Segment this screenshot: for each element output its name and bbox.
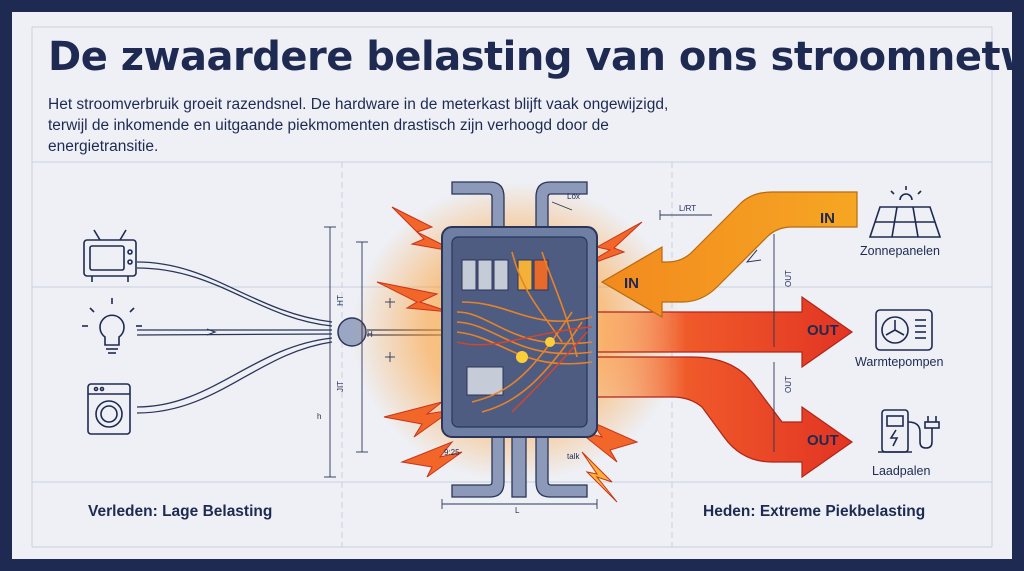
- page-title: De zwaardere belasting van ons stroomnet…: [48, 34, 1012, 80]
- device-label-laadpalen: Laadpalen: [872, 464, 931, 478]
- annotation-h: H: [367, 330, 373, 339]
- infographic-frame: De zwaardere belasting van ons stroomnet…: [12, 12, 1012, 559]
- annotation-lox: Lox: [567, 192, 580, 201]
- annotation-out-2: OUT: [783, 376, 793, 393]
- light-bulb-icon: [82, 298, 142, 354]
- washing-machine-icon: [87, 383, 131, 435]
- in-arrow: [600, 191, 858, 319]
- arrow-label-out-top: OUT: [807, 322, 839, 339]
- annotation-h-lower: h: [317, 412, 322, 421]
- device-label-zonnepanelen: Zonnepanelen: [860, 244, 940, 258]
- caption-past: Verleden: Lage Belasting: [88, 503, 273, 520]
- dimension-lines: [324, 201, 775, 509]
- annotation-ht: HT: [335, 295, 345, 306]
- arrow-label-out-bottom: OUT: [807, 432, 839, 449]
- television-icon: [83, 229, 137, 282]
- junction-box: [441, 226, 598, 438]
- annotation-lrt: L/RT: [679, 204, 697, 213]
- annotation-out-1: OUT: [783, 270, 793, 287]
- conduits: [451, 181, 588, 498]
- power-diagram: [82, 181, 942, 509]
- subtitle: Het stroomverbruik groeit razendsnel. De…: [48, 96, 669, 155]
- ev-charger-icon: [878, 409, 940, 453]
- annotation-talk: talk: [567, 452, 580, 461]
- caption-present: Heden: Extreme Piekbelasting: [703, 503, 926, 520]
- arrow-label-in-bottom: IN: [624, 275, 639, 292]
- solar-panel-icon: [868, 186, 942, 238]
- annotation-jit: JIT: [336, 380, 346, 393]
- heat-pump-icon: [875, 309, 933, 351]
- annotation-dim: 9:25: [444, 448, 460, 457]
- arrow-label-in-top: IN: [820, 210, 835, 227]
- device-label-warmtepompen: Warmtepompen: [855, 355, 944, 369]
- annotation-l: L: [515, 506, 520, 515]
